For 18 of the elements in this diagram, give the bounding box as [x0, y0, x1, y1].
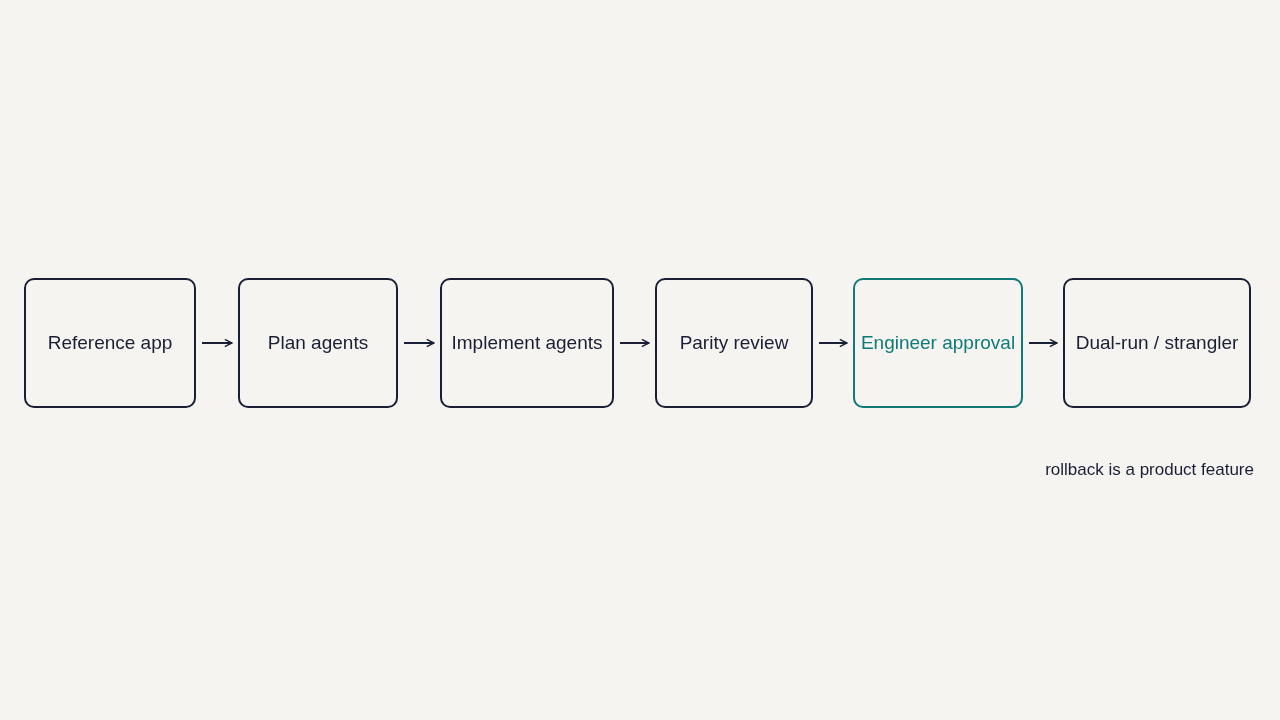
- process-box: [440, 278, 614, 408]
- step-label: Implement agents: [451, 331, 603, 355]
- arrow: [1028, 338, 1058, 348]
- arrow: [818, 338, 848, 348]
- step-label: Dual-run / strangler: [1075, 331, 1239, 355]
- arrow: [201, 338, 233, 348]
- arrow: [403, 338, 435, 348]
- process-box: [1063, 278, 1251, 408]
- process-box: [853, 278, 1023, 408]
- process-box: [655, 278, 813, 408]
- arrow: [619, 338, 650, 348]
- process-box: [238, 278, 398, 408]
- step-label: Plan agents: [267, 331, 369, 355]
- step-label: Reference app: [47, 331, 173, 355]
- note-text: rollback is a product feature: [1045, 460, 1254, 480]
- step-label: Engineer approval: [860, 331, 1016, 355]
- step-label: Parity review: [679, 331, 789, 355]
- process-box: [24, 278, 196, 408]
